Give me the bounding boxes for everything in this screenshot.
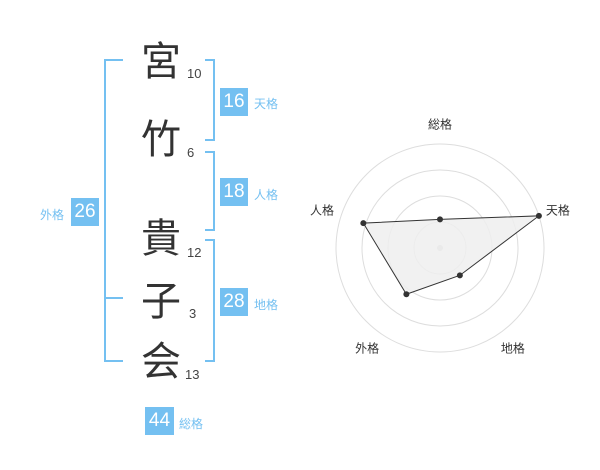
radar-series-polygon bbox=[362, 215, 541, 295]
stroke-count-2: 6 bbox=[187, 145, 195, 160]
radar-axis-label-1: 総格 bbox=[427, 117, 453, 132]
gaikaku-badge: 26 bbox=[71, 198, 99, 226]
stroke-count-5: 13 bbox=[185, 367, 200, 382]
gaikaku-bracket bbox=[104, 59, 123, 362]
radar-point-1 bbox=[437, 216, 443, 223]
gaikaku-bracket-tick bbox=[104, 297, 123, 299]
tenkaku-label: 天格 bbox=[254, 97, 279, 111]
name-char-1: 宮 bbox=[141, 39, 181, 85]
chikaku-label: 地格 bbox=[254, 298, 279, 312]
name-char-2: 竹 bbox=[141, 117, 181, 163]
jinkaku-label: 人格 bbox=[254, 188, 279, 202]
chikaku-badge: 28 bbox=[220, 288, 248, 316]
soukaku-label: 総格 bbox=[179, 417, 204, 431]
radar-point-2 bbox=[535, 212, 542, 219]
radar-axis-label-4: 外格 bbox=[355, 341, 380, 356]
radar-ring bbox=[335, 143, 545, 353]
radar-point-3 bbox=[456, 272, 463, 279]
radar-point-5 bbox=[360, 220, 367, 227]
stroke-count-1: 10 bbox=[187, 66, 202, 81]
jinkaku-bracket bbox=[205, 151, 215, 231]
name-char-4: 子 bbox=[141, 279, 181, 325]
radar-axis-label-3: 地格 bbox=[500, 341, 525, 356]
tenkaku-badge: 16 bbox=[220, 88, 248, 116]
radar-ring bbox=[361, 169, 519, 327]
stroke-count-4: 3 bbox=[189, 306, 197, 321]
stroke-count-3: 12 bbox=[187, 245, 202, 260]
gaikaku-label: 外格 bbox=[40, 208, 65, 222]
name-char-5: 会 bbox=[141, 339, 181, 385]
jinkaku-badge: 18 bbox=[220, 178, 248, 206]
chikaku-bracket bbox=[205, 239, 215, 362]
tenkaku-bracket bbox=[205, 59, 215, 141]
radar-point-4 bbox=[403, 291, 410, 298]
name-char-3: 貴 bbox=[141, 216, 181, 262]
soukaku-badge: 44 bbox=[145, 407, 174, 435]
radar-axis-label-5: 人格 bbox=[310, 203, 335, 218]
radar-axis-label-2: 天格 bbox=[545, 203, 570, 218]
